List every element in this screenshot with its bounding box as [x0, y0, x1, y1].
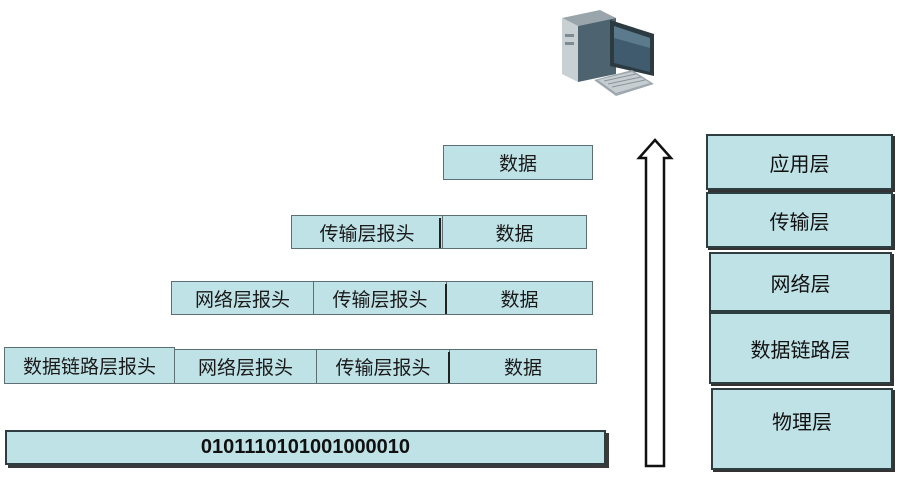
layer-label: 物理层	[772, 410, 832, 434]
row4-network-header-cell: 网络层报头	[174, 349, 317, 384]
data-label: 数据	[498, 153, 537, 175]
up-arrow-icon	[636, 138, 674, 468]
transport-header-label: 传输层报头	[335, 357, 431, 379]
layer-label: 数据链路层	[750, 337, 851, 362]
layer-label: 网络层	[770, 271, 831, 296]
layer-network: 网络层	[709, 252, 892, 312]
transport-header-label: 传输层报头	[332, 288, 428, 311]
data-label: 数据	[503, 357, 542, 379]
row4-data-cell: 数据	[449, 349, 597, 384]
bitstream-bar: 0101110101001000010	[5, 430, 606, 465]
row2-data-cell: 数据	[442, 215, 587, 249]
row2-divider	[439, 218, 441, 248]
network-header-label: 网络层报头	[197, 357, 293, 379]
row1-data-cell: 数据	[443, 145, 593, 180]
row3-network-header-cell: 网络层报头	[171, 281, 314, 315]
network-header-label: 网络层报头	[194, 288, 290, 311]
row4-datalink-header-cell: 数据链路层报头	[4, 347, 175, 384]
row4-divider	[448, 352, 450, 383]
data-label: 数据	[500, 288, 539, 311]
layer-transport: 传输层	[706, 192, 893, 248]
layer-datalink: 数据链路层	[709, 312, 892, 384]
row3-divider	[445, 284, 447, 314]
row2-transport-header-cell: 传输层报头	[291, 215, 443, 249]
transport-header-label: 传输层报头	[319, 222, 415, 245]
data-label: 数据	[495, 222, 534, 245]
layer-physical: 物理层	[711, 388, 893, 470]
bitstream-label: 0101110101001000010	[200, 436, 411, 458]
layer-label: 传输层	[769, 209, 830, 234]
row3-data-cell: 数据	[446, 281, 593, 315]
row4-transport-header-cell: 传输层报头	[316, 349, 450, 384]
desktop-computer-icon	[562, 10, 654, 96]
layer-label: 应用层	[769, 151, 830, 176]
row3-transport-header-cell: 传输层报头	[313, 281, 447, 315]
layer-application: 应用层	[706, 134, 893, 190]
datalink-header-label: 数据链路层报头	[22, 356, 156, 378]
